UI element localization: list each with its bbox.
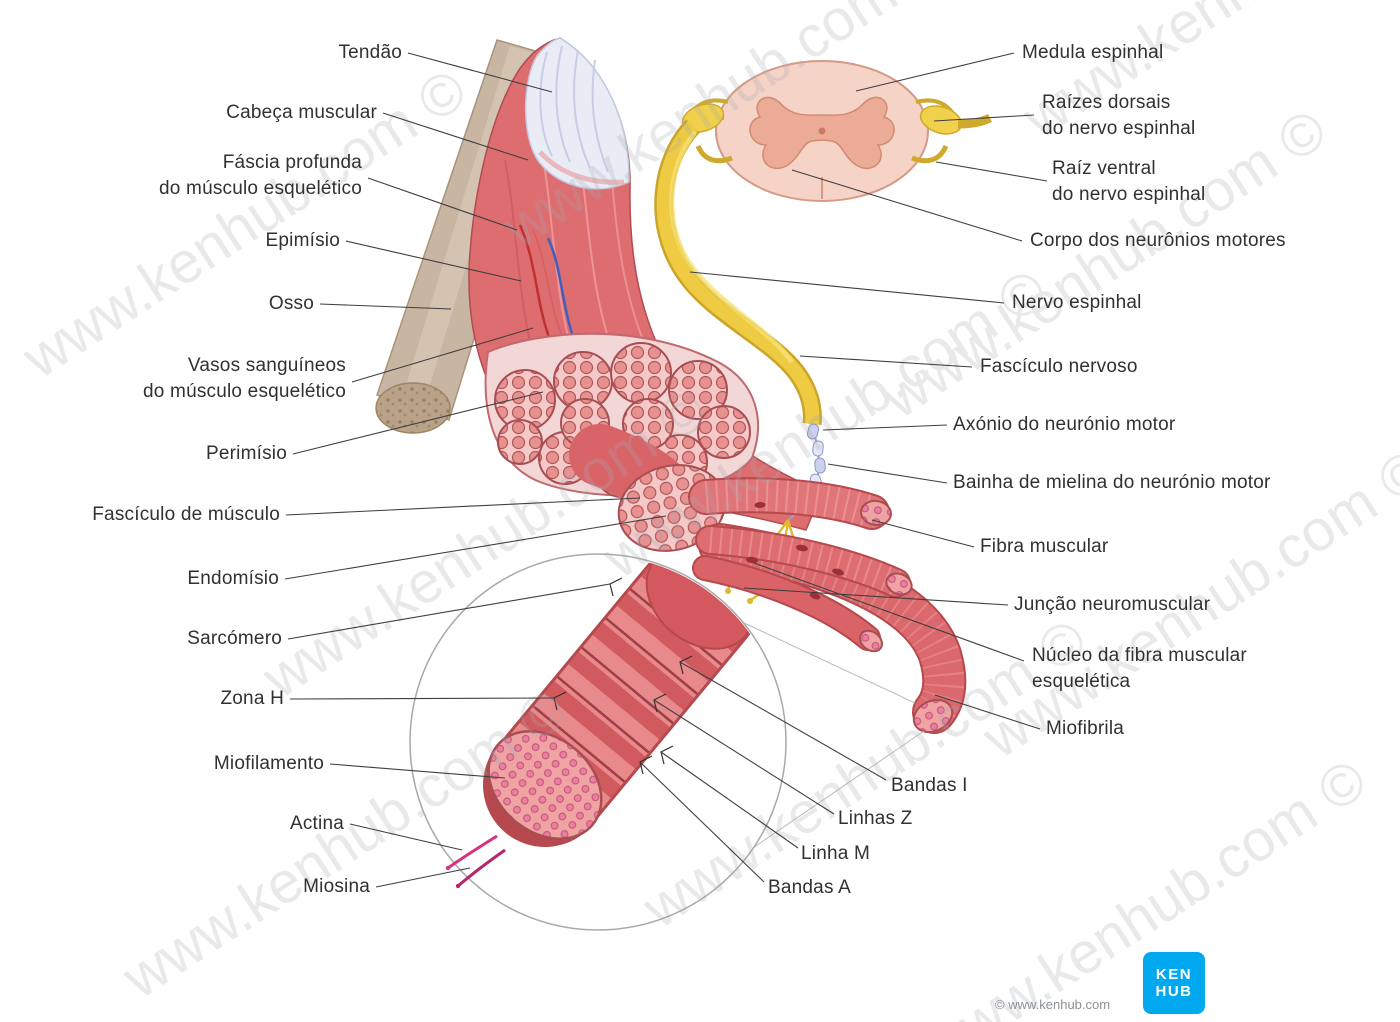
- label-osso: Osso: [268, 293, 314, 314]
- label-fascia-profunda: Fáscia profunda do músculo esquelético: [159, 152, 362, 199]
- myosin-filament: [457, 848, 506, 888]
- label-axonio: Axónio do neurónio motor: [953, 414, 1176, 435]
- copyright-text: © www.kenhub.com: [995, 997, 1111, 1012]
- label-zona-h: Zona H: [220, 688, 284, 709]
- label-actina: Actina: [289, 813, 344, 834]
- label-sarcomero: Sarcómero: [187, 628, 282, 649]
- label-raiz-ventral: Raíz ventral do nervo espinhal: [1052, 158, 1206, 205]
- label-juncao-neuromuscular: Junção neuromuscular: [1014, 594, 1211, 615]
- kenhub-logo-line1: KEN: [1155, 966, 1193, 983]
- label-raizes-dorsais: Raízes dorsais do nervo espinhal: [1042, 92, 1196, 139]
- tendon: [524, 37, 630, 190]
- kenhub-logo-line2: HUB: [1155, 983, 1193, 1000]
- actin-filament: [447, 834, 498, 870]
- label-fasciculo-nervoso: Fascículo nervoso: [980, 356, 1138, 377]
- label-endomisio: Endomísio: [187, 568, 279, 589]
- leader-lines: [284, 52, 1048, 888]
- filaments: [445, 834, 506, 889]
- label-vasos-sanguineos: Vasos sanguíneos do músculo esquelético: [143, 355, 346, 402]
- myofilament-cut-face: [487, 730, 603, 840]
- label-miofilamento: Miofilamento: [213, 753, 324, 774]
- label-miofibrila: Miofibrila: [1046, 718, 1125, 739]
- label-epimisio: Epimísio: [265, 230, 340, 251]
- gray-matter: [749, 96, 895, 199]
- label-nucleo-fibra: Núcleo da fibra muscular esquelética: [1032, 645, 1247, 692]
- label-linhas-z: Linhas Z: [838, 808, 913, 829]
- label-corpo-neuronios: Corpo dos neurônios motores: [1030, 230, 1286, 251]
- zoom-area: [409, 553, 925, 931]
- label-bandas-a: Bandas A: [768, 877, 851, 898]
- label-medula-espinhal: Medula espinhal: [1022, 42, 1164, 63]
- nerve-roots: [681, 98, 993, 164]
- kenhub-logo: KEN HUB: [1143, 952, 1205, 1014]
- fiber-nuclei: [746, 501, 844, 600]
- label-fibra-muscular: Fibra muscular: [980, 536, 1109, 557]
- watermark-text: www.kenhub.com ©: [871, 97, 1338, 432]
- label-miosina: Miosina: [303, 876, 370, 897]
- spinal-nerve: [654, 119, 822, 426]
- label-nervo-espinhal: Nervo espinhal: [1012, 292, 1142, 313]
- label-bainha-mielina: Bainha de mielina do neurónio motor: [953, 472, 1271, 493]
- myofibril-cut-face: [912, 698, 954, 734]
- label-linha-m: Linha M: [801, 843, 870, 864]
- label-tendao: Tendão: [338, 42, 402, 63]
- label-perimisio: Perimísio: [206, 443, 287, 464]
- label-fasciculo-de-musculo: Fascículo de músculo: [92, 504, 280, 525]
- label-bandas-i: Bandas I: [891, 775, 968, 796]
- spinal-cord: [681, 60, 993, 202]
- label-cabeca-muscular: Cabeça muscular: [226, 102, 377, 123]
